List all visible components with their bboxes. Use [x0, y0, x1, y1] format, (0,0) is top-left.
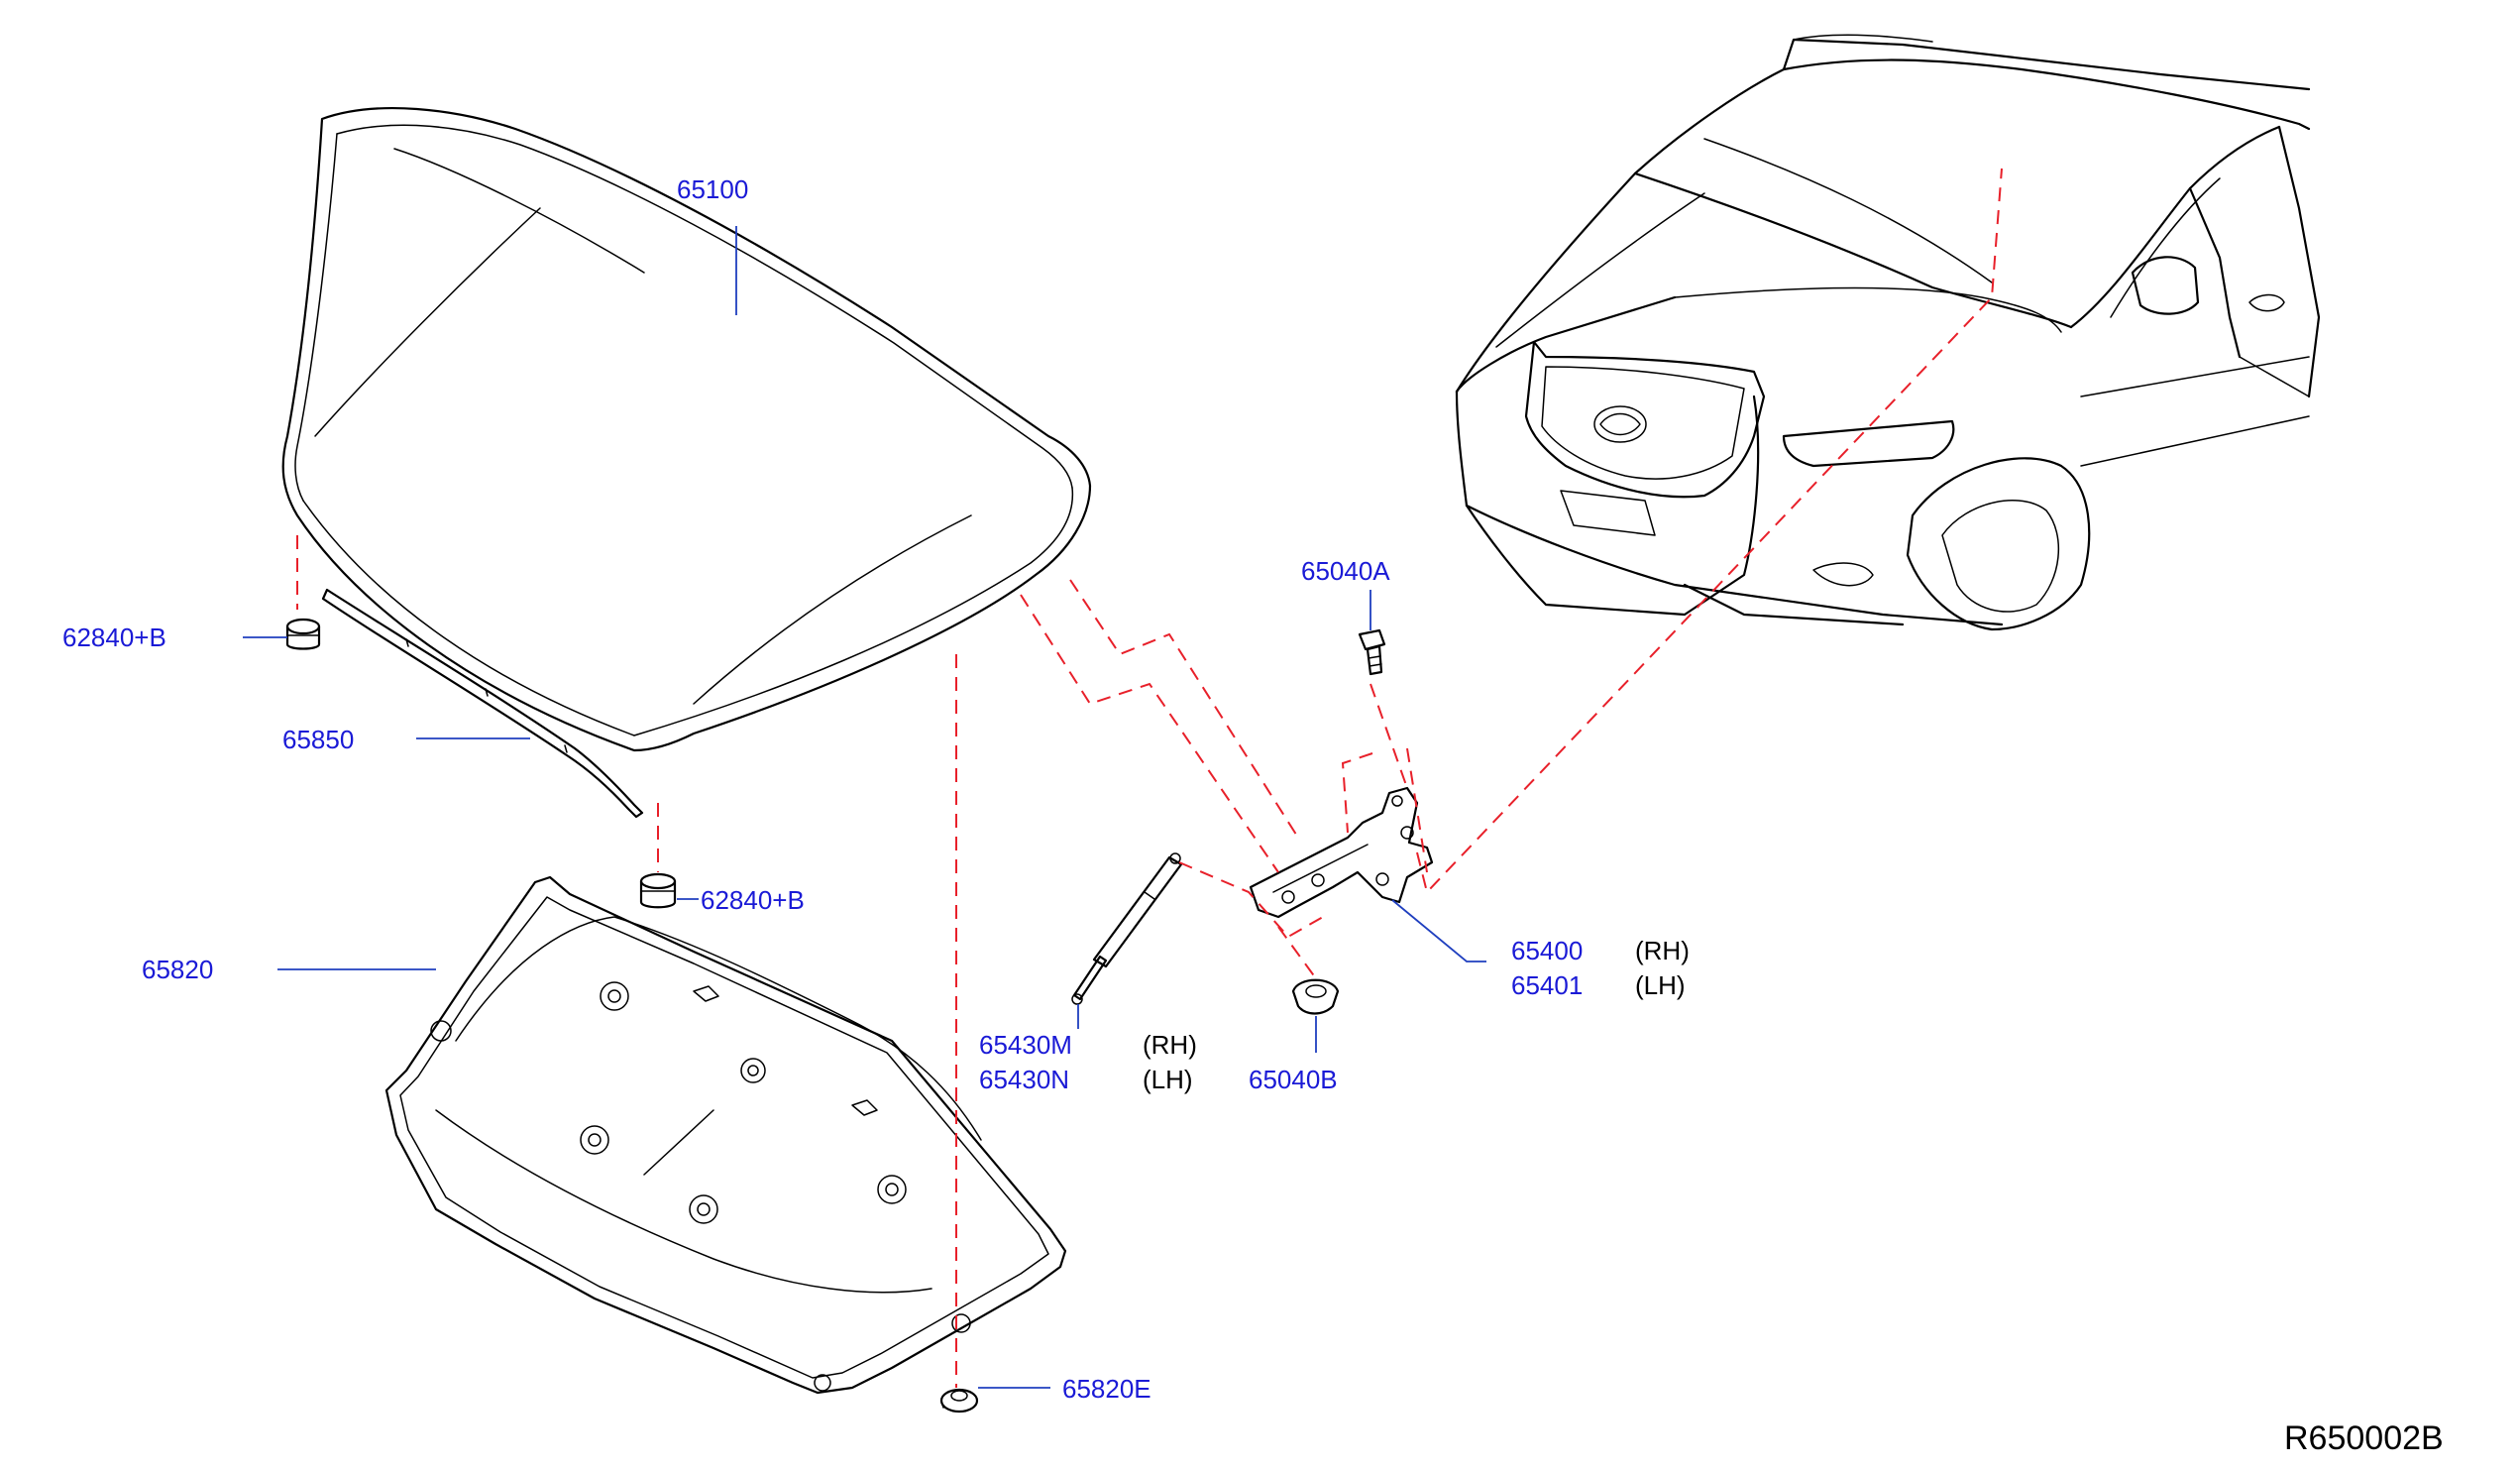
diagram-reference: R650002B: [2284, 1419, 2444, 1457]
hood-panel[interactable]: [281, 107, 1092, 752]
label-hinge-rh: 65400: [1511, 936, 1583, 965]
label-hinge-side-lh: (LH): [1635, 970, 1686, 1000]
hood-stay[interactable]: [1071, 852, 1183, 1005]
insulator-clip[interactable]: [939, 1388, 979, 1414]
hinge-bolt[interactable]: [1358, 628, 1386, 676]
assembly-lines: [296, 168, 2003, 1388]
label-bumper-rubber-lower: 62840+B: [701, 885, 805, 915]
label-clip: 65820E: [1062, 1374, 1151, 1404]
label-stay-side-lh: (LH): [1143, 1065, 1193, 1094]
hood-seal[interactable]: [321, 588, 644, 819]
label-seal: 65850: [282, 725, 354, 754]
label-insulator: 65820: [142, 955, 213, 984]
label-grommet: 65040B: [1249, 1065, 1338, 1094]
label-stay-lh: 65430N: [979, 1065, 1069, 1094]
label-hinge-lh: 65401: [1511, 970, 1583, 1000]
hood-hinge[interactable]: [1249, 786, 1434, 919]
leader-lines: [243, 226, 1486, 1389]
label-bumper-rubber-upper: 62840+B: [62, 622, 166, 652]
hood-bumper-rubber-upper[interactable]: [285, 618, 321, 650]
vehicle-outline: [1455, 34, 2321, 631]
label-stay-side-rh: (RH): [1143, 1030, 1197, 1060]
grommet[interactable]: [1291, 978, 1340, 1015]
hood-bumper-rubber-lower[interactable]: [639, 872, 677, 909]
label-hood: 65100: [677, 174, 748, 204]
label-hinge-side-rh: (RH): [1635, 936, 1690, 965]
label-stay-rh: 65430M: [979, 1030, 1072, 1060]
label-bolt: 65040A: [1301, 556, 1390, 586]
hood-insulator[interactable]: [384, 875, 1067, 1395]
